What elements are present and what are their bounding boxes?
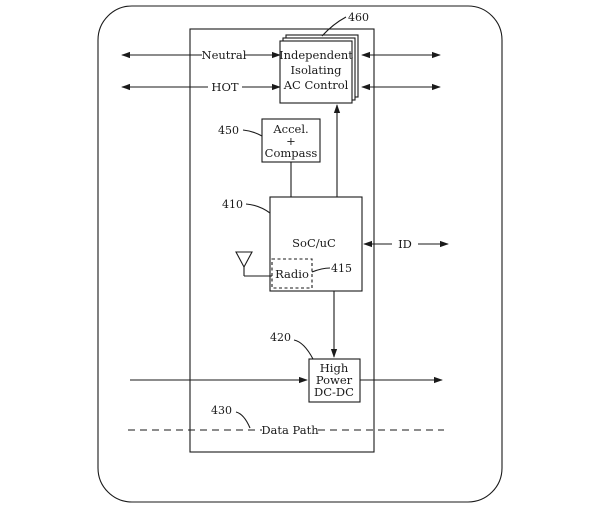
- dcdc-line-2: Power: [316, 373, 353, 387]
- dcdc-ref-leader: [293, 339, 314, 360]
- radio-label: Radio: [275, 267, 309, 281]
- accel-ref: 450: [218, 124, 239, 137]
- accel-line-2: +: [286, 134, 296, 148]
- ac-control-line-3: AC Control: [283, 78, 349, 92]
- device-enclosure: [97, 5, 503, 503]
- soc-ref-leader: [245, 203, 271, 214]
- antenna-icon: [235, 251, 272, 277]
- id-label: ID: [398, 237, 412, 251]
- ac-control-line-1: Independent: [279, 48, 353, 62]
- neutral-label: Neutral: [202, 48, 247, 62]
- ac-control-ref-leader: [321, 16, 347, 37]
- data-path-ref-leader: [235, 411, 251, 429]
- soc-ref: 410: [222, 198, 243, 211]
- hot-label: HOT: [211, 80, 238, 94]
- data-path-ref: 430: [211, 404, 232, 417]
- circuit-board: [189, 28, 375, 453]
- ac-control-line-2: Isolating: [291, 63, 343, 77]
- accel-line-1: Accel.: [272, 122, 308, 136]
- ac-control-ref: 460: [348, 11, 369, 24]
- dcdc-line-3: DC-DC: [314, 385, 354, 399]
- radio-block: [271, 258, 313, 289]
- accel-line-3: Compass: [265, 146, 318, 160]
- accel-compass-block: [261, 118, 321, 163]
- radio-ref: 415: [331, 262, 352, 275]
- data-path-label: Data Path: [261, 423, 319, 437]
- dcdc-line-1: High: [320, 361, 349, 375]
- accel-ref-leader: [242, 129, 263, 137]
- radio-ref-leader: [311, 267, 331, 273]
- ac-control-block: Independent Isolating AC Control: [279, 34, 359, 104]
- soc-label: SoC/uC: [292, 236, 336, 250]
- soc-block: [269, 196, 363, 292]
- dcdc-ref: 420: [270, 331, 291, 344]
